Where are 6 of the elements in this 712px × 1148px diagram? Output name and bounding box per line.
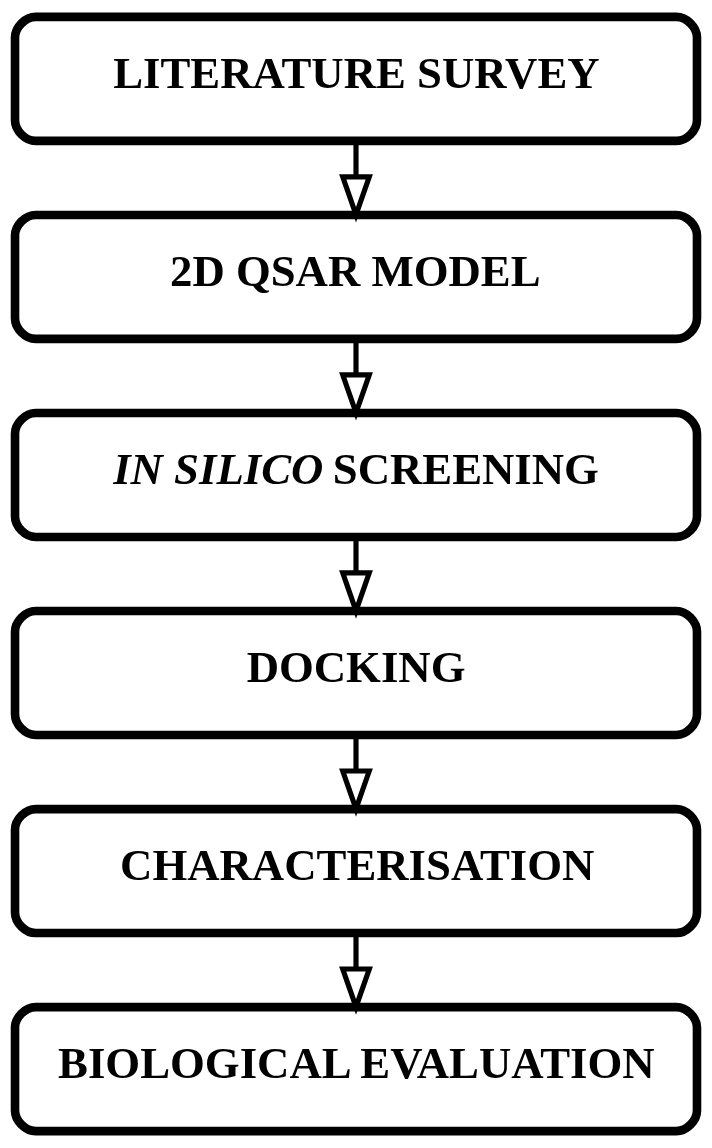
node-box: CHARACTERISATION bbox=[10, 804, 702, 938]
node-box: BIOLOGICAL EVALUATION bbox=[10, 1002, 702, 1136]
node-box: DOCKING bbox=[10, 606, 702, 740]
node-box: IN SILICO SCREENING bbox=[10, 408, 702, 542]
node-box: LITERATURE SURVEY bbox=[10, 12, 702, 146]
node-box: 2D QSAR MODEL bbox=[10, 210, 702, 344]
